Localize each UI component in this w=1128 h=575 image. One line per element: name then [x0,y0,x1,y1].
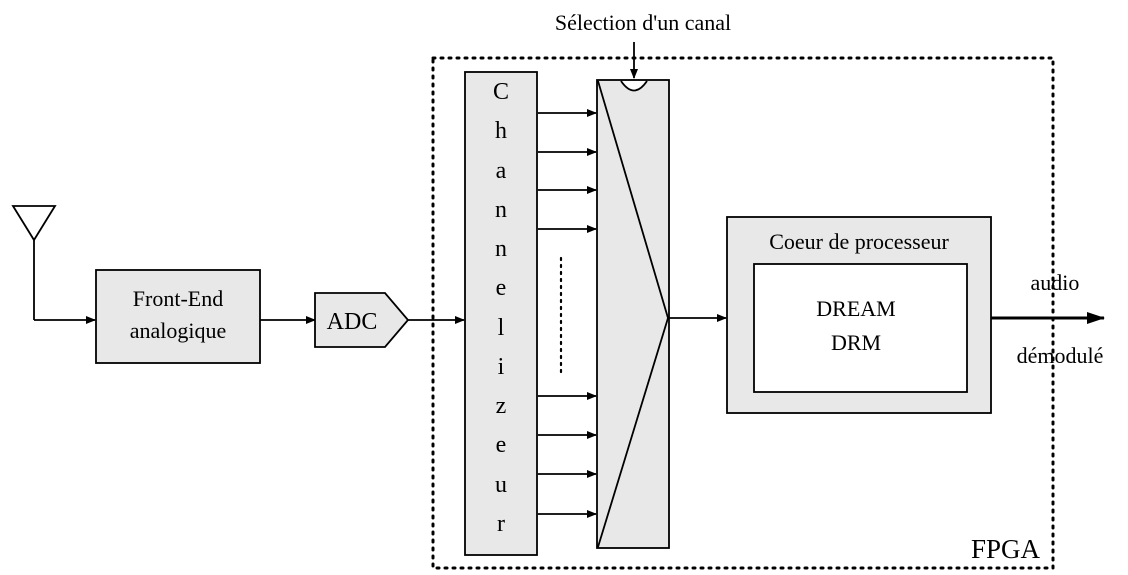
channelizer-letter: n [495,236,507,262]
channelizer-letter: z [496,393,507,419]
channelizer-block [464,71,538,556]
channelizer-letter: i [498,354,505,380]
channelizer-letter: h [495,118,507,144]
channelizer-letter: C [493,79,509,105]
multiplexer-block [596,79,670,549]
channelizer-letter: r [497,511,505,537]
channelizer-letter: u [495,472,507,498]
front-end-block [95,269,261,364]
channelizer-letter: e [496,432,507,458]
front-end-label-line1: Front-End [133,286,223,311]
channel-arrows-top [538,109,597,233]
channel-select-notch [620,80,648,92]
output-label-line2: démodulé [1017,343,1104,368]
drm-label: DRM [831,330,881,355]
channelizer-letter: a [496,158,507,184]
multiplexer-triangle [597,80,669,548]
channel-arrows-bottom [538,392,597,518]
channelizer-letter: e [496,275,507,301]
channel-selection-label: Sélection d'un canal [555,10,731,35]
fpga-boundary [431,56,1055,570]
front-end-label-line2: analogique [130,318,227,343]
channelizer-letter: n [495,197,507,223]
output-label-line1: audio [1031,270,1080,295]
dream-drm-block [753,263,968,393]
channelizer-letters: C h a n n e l i z e u r [493,79,509,537]
dream-label: DREAM [816,296,895,321]
channelizer-letter: l [498,315,505,341]
adc-label: ADC [327,309,378,335]
antenna-icon [11,205,57,320]
processor-core-title: Coeur de processeur [769,229,949,254]
fpga-label: FPGA [971,534,1041,564]
adc-block [314,292,410,348]
